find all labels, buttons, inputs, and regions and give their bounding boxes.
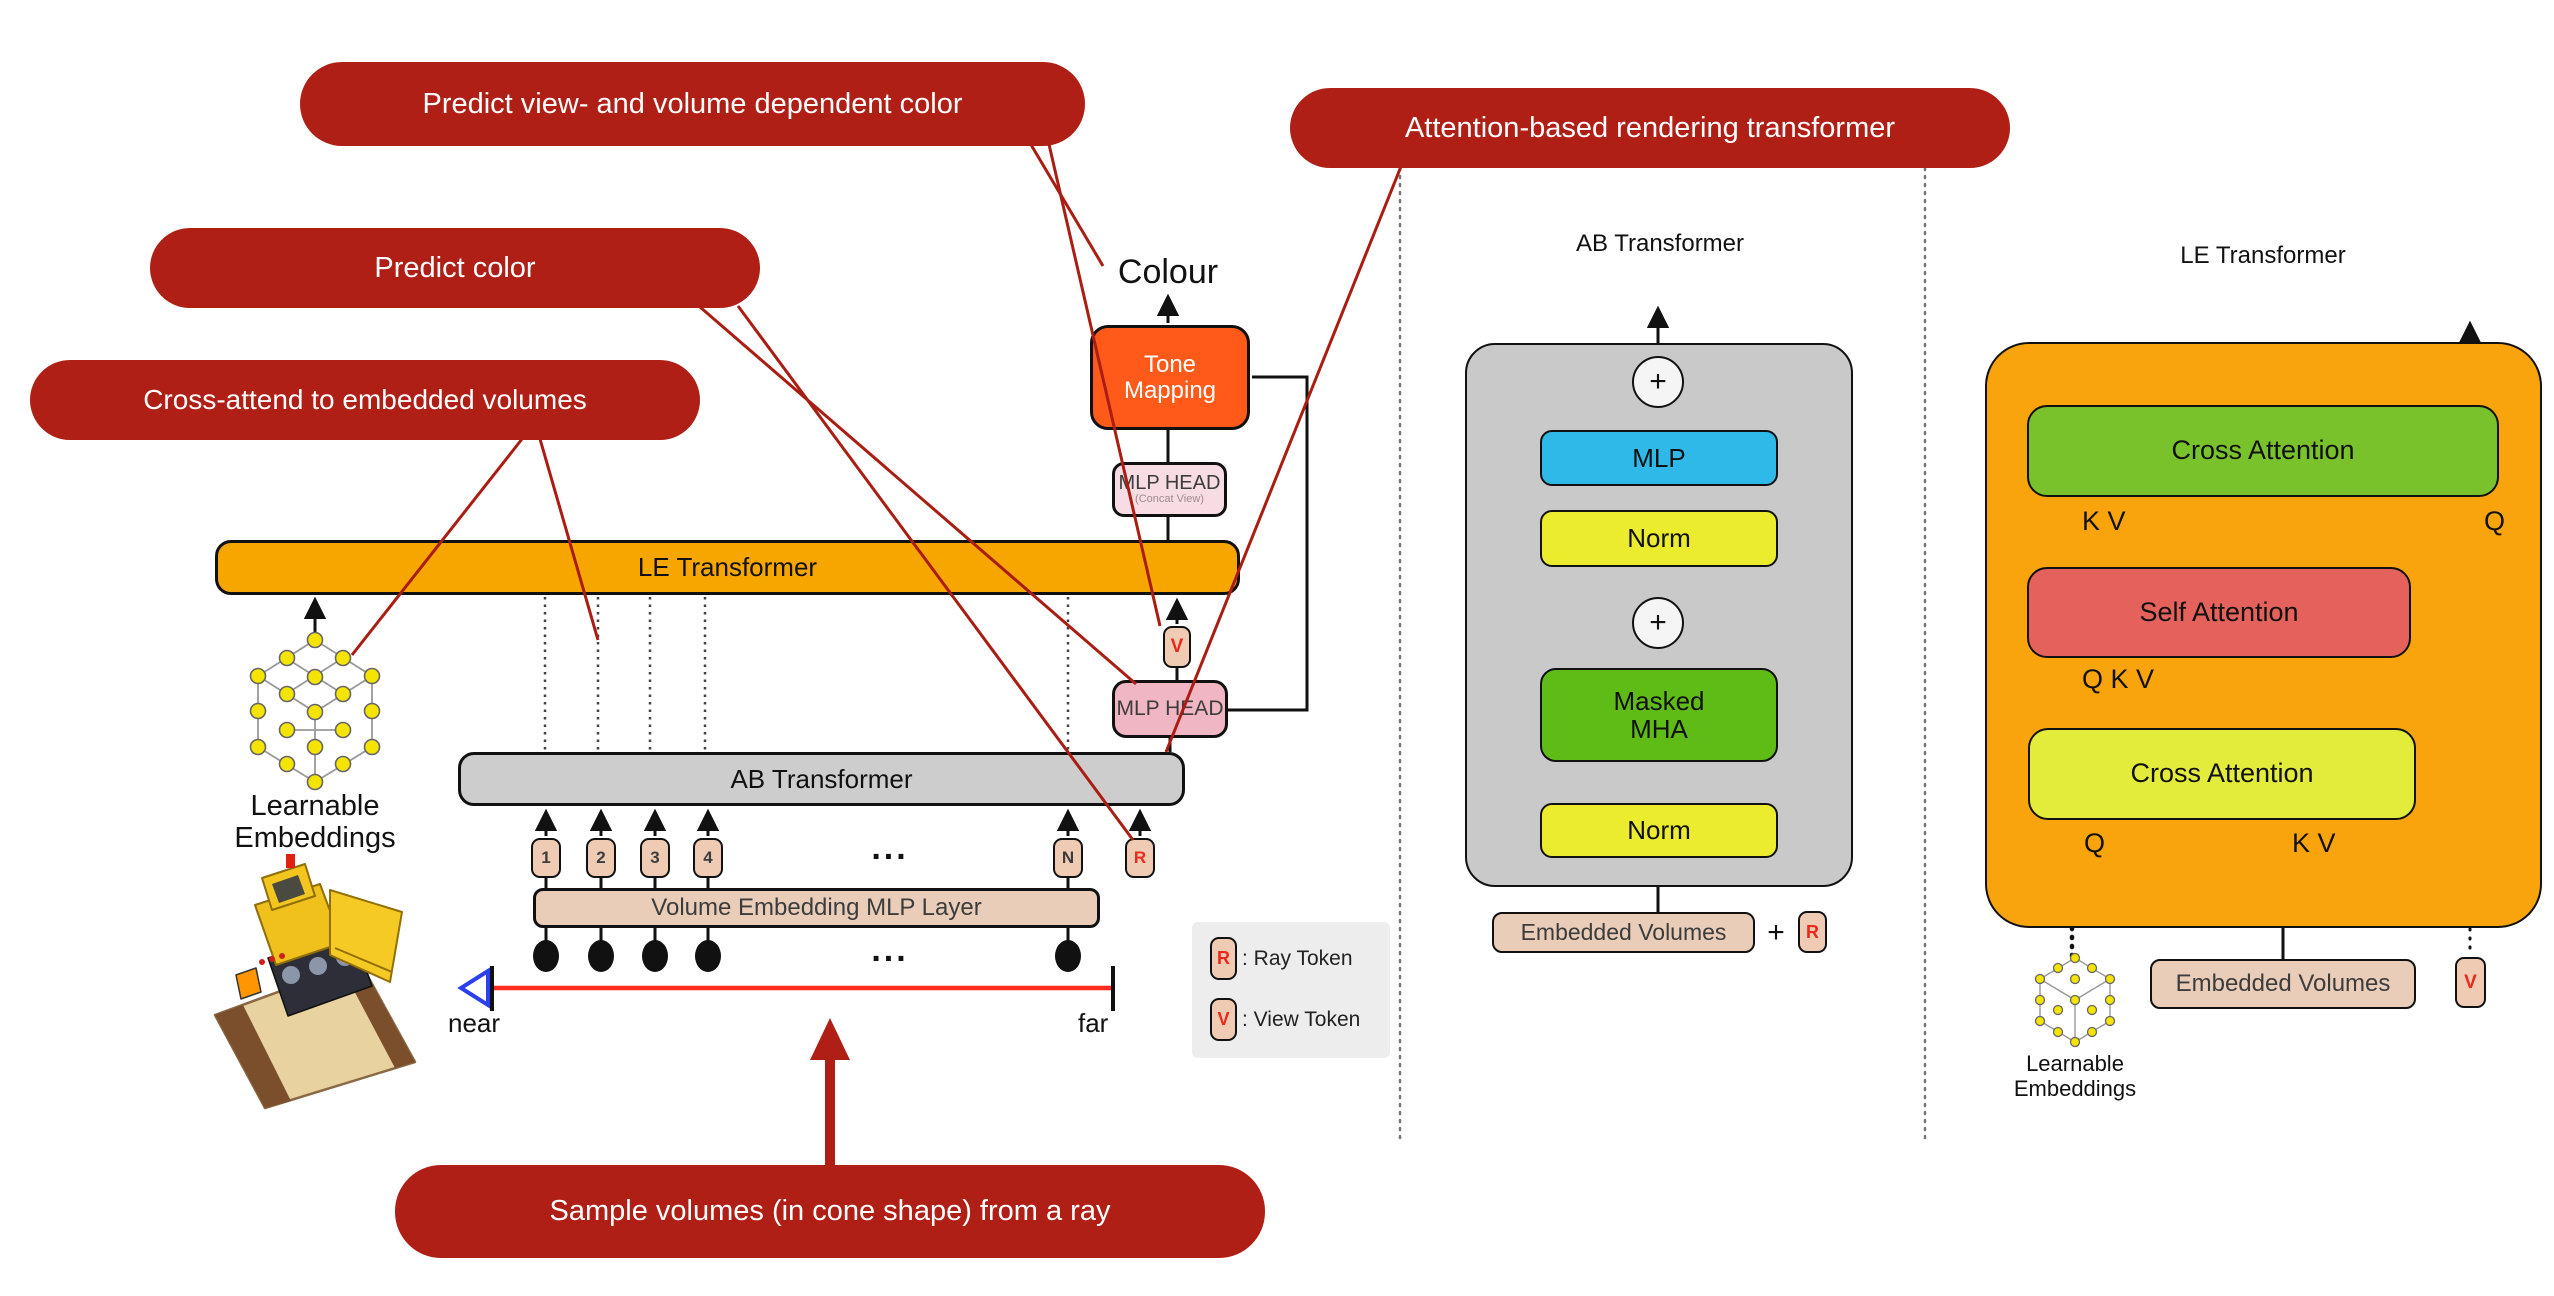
cross-attention-dotted-links <box>543 597 1070 750</box>
legend-ray-token: R <box>1210 937 1237 980</box>
callout-text: Predict color <box>374 251 536 284</box>
callout-text: Cross-attend to embedded volumes <box>143 384 587 415</box>
le-transformer-bar: LE Transformer <box>215 540 1240 595</box>
cross-attention-top-box: Cross Attention <box>2027 405 2499 497</box>
volume-token-2: 2 <box>586 838 616 878</box>
far-label: far <box>1078 1007 1109 1038</box>
residual-add-bottom: + <box>1632 597 1684 649</box>
colour-output-label: Colour <box>1117 252 1219 291</box>
norm-box-top: Norm <box>1540 510 1778 567</box>
ab-transformer-bar: AB Transformer <box>458 752 1185 806</box>
callout-text: Sample volumes (in cone shape) from a ra… <box>549 1195 1111 1227</box>
callout-predict-color: Predict color <box>150 228 760 308</box>
view-token: V <box>1163 626 1191 668</box>
q-right-label: Q <box>2484 505 2506 536</box>
token-ellipsis: ... <box>871 828 909 867</box>
learnable-embeddings-cube-icon-small <box>2034 952 2116 1048</box>
ab-detail-title: AB Transformer <box>1575 230 1745 257</box>
qkv-label: Q K V <box>2082 663 2155 694</box>
near-label: near <box>448 1007 501 1038</box>
eye-icon <box>457 967 490 1009</box>
mlp-head-box: MLP HEAD <box>1112 680 1228 738</box>
concat-view-subtitle: (Concat View) <box>1135 493 1204 506</box>
legend-view-token: V <box>1210 998 1237 1041</box>
mlp-box-detail: MLP <box>1540 430 1778 486</box>
callout-sample-volumes: Sample volumes (in cone shape) from a ra… <box>395 1165 1265 1258</box>
callout-text: Predict view- and volume dependent color <box>422 87 963 120</box>
legend-view-label: : View Token <box>1242 1007 1361 1031</box>
legend-ray-label: : Ray Token <box>1242 946 1353 970</box>
kv-top-label: K V <box>2082 505 2126 536</box>
view-token-right: V <box>2455 957 2486 1008</box>
learnable-embeddings-cube-icon <box>249 631 381 791</box>
volume-token-4: 4 <box>693 838 723 878</box>
token-legend: R : Ray Token V : View Token <box>1192 922 1390 1058</box>
volume-sample-dots <box>533 940 1081 972</box>
learnable-embeddings-label: Learnable Embeddings <box>234 790 396 854</box>
kv-bottom-label: K V <box>2292 827 2336 858</box>
mlp-head-concat-view-box: MLP HEAD (Concat View) <box>1112 462 1227 517</box>
lego-truck-image <box>213 854 417 1110</box>
embedded-volumes-box-right: Embedded Volumes <box>2150 959 2416 1009</box>
dots-ellipsis: ... <box>871 930 909 969</box>
callout-cross-attend: Cross-attend to embedded volumes <box>30 360 700 440</box>
le-detail-title: LE Transformer <box>2180 242 2346 269</box>
plus-concat-label: + <box>1767 915 1785 949</box>
q-bottom-label: Q <box>2084 827 2106 858</box>
volume-token-3: 3 <box>640 838 670 878</box>
volume-token-1: 1 <box>531 838 561 878</box>
embedded-volumes-box-mid: Embedded Volumes <box>1492 912 1755 953</box>
self-attention-box: Self Attention <box>2027 567 2411 658</box>
ray-token: R <box>1125 838 1155 878</box>
cross-attention-bottom-box: Cross Attention <box>2028 728 2416 820</box>
tone-mapping-box: Tone Mapping <box>1090 325 1250 430</box>
masked-mha-box: Masked MHA <box>1540 668 1778 762</box>
norm-box-bottom: Norm <box>1540 803 1778 858</box>
callout-attention-rendering-transformer: Attention-based rendering transformer <box>1290 88 2010 168</box>
residual-add-top: + <box>1632 356 1684 408</box>
learnable-embeddings-label-right: Learnable Embeddings <box>2013 1050 2137 1101</box>
callout-predict-view-volume-color: Predict view- and volume dependent color <box>300 62 1085 146</box>
callout-text: Attention-based rendering transformer <box>1404 111 1896 144</box>
volume-token-n: N <box>1053 838 1083 878</box>
volume-embedding-mlp-bar: Volume Embedding MLP Layer <box>533 888 1100 928</box>
ray-token-mid: R <box>1798 911 1827 953</box>
